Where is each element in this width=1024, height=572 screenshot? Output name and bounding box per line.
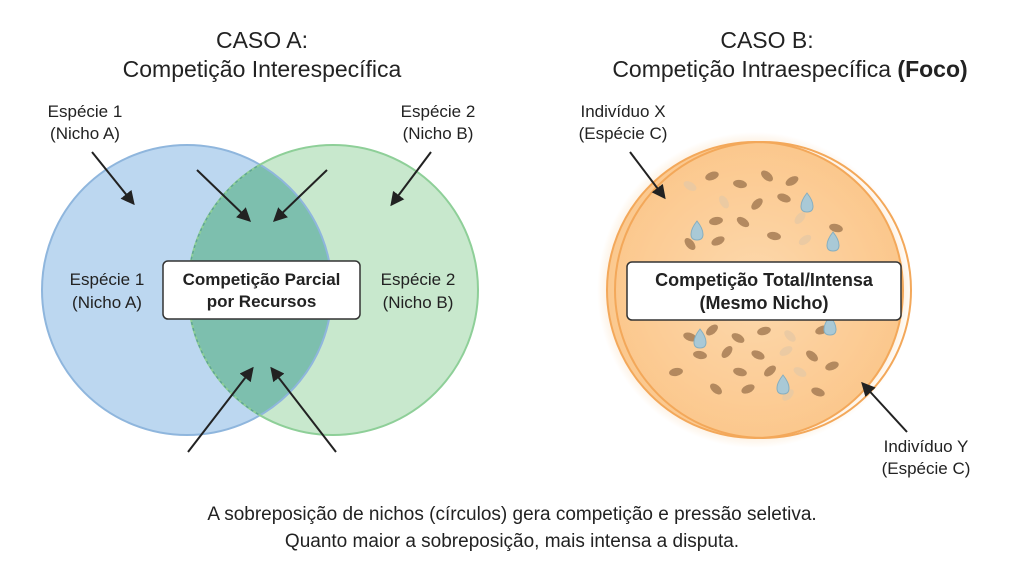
case-b-title-main: Competição Intraespecífica bbox=[612, 56, 897, 82]
water-drop-icon bbox=[693, 328, 707, 349]
callout-individual-y-line1: Indivíduo Y bbox=[884, 437, 969, 456]
case-b-title-focus: (Foco) bbox=[897, 56, 967, 82]
seed-icon bbox=[705, 171, 719, 181]
seed-icon bbox=[811, 387, 825, 397]
seed-icon bbox=[683, 332, 697, 342]
seed-icon bbox=[761, 170, 773, 182]
seed-icon bbox=[825, 361, 839, 371]
seed-icon bbox=[683, 181, 697, 191]
caption-line1: A sobreposição de nichos (círculos) gera… bbox=[207, 504, 816, 525]
arrow-to-individual-y bbox=[861, 381, 908, 433]
case-b-diagram: CASO B: Competição Intraespecífica (Foco… bbox=[579, 27, 971, 478]
callout-species1-line1: Espécie 1 bbox=[48, 102, 123, 121]
seed-icon bbox=[751, 350, 765, 360]
seed-icon bbox=[757, 326, 771, 336]
case-b-title-line2: Competição Intraespecífica (Foco) bbox=[612, 56, 967, 82]
water-drop-icon bbox=[800, 192, 814, 213]
water-drop-icon bbox=[826, 231, 840, 252]
seed-icon bbox=[706, 324, 718, 336]
seed-icon bbox=[719, 195, 729, 209]
arrow-to-overlap-top-right bbox=[272, 169, 328, 222]
seed-icon bbox=[751, 198, 763, 210]
seed-icon bbox=[711, 236, 725, 246]
seed-icon bbox=[736, 216, 750, 228]
seed-icon bbox=[782, 389, 794, 401]
seed-icon bbox=[793, 367, 807, 377]
callout-individual-x-line2: (Espécie C) bbox=[579, 124, 668, 143]
case-b-title-line1: CASO B: bbox=[720, 27, 813, 53]
arrow-to-overlap-bottom-right bbox=[270, 366, 337, 453]
case-a-title-line1: CASO A: bbox=[216, 27, 308, 53]
case-a-title-line2: Competição Interespecífica bbox=[123, 56, 402, 82]
seed-icon bbox=[731, 333, 745, 343]
species2-inner-label-line2: (Nicho B) bbox=[383, 293, 454, 312]
seed-icon bbox=[710, 383, 722, 395]
callout-individual-y-line2: (Espécie C) bbox=[882, 459, 971, 478]
partial-competition-line1: Competição Parcial bbox=[183, 270, 341, 289]
seed-icon bbox=[669, 367, 683, 377]
seed-icon bbox=[794, 212, 806, 224]
callout-species1-line2: (Nicho A) bbox=[50, 124, 120, 143]
water-drop-icon bbox=[776, 374, 790, 395]
seed-icon bbox=[709, 216, 723, 226]
niche-overlap-region bbox=[188, 145, 332, 435]
arrow-to-species2 bbox=[390, 151, 432, 207]
seed-icon bbox=[733, 367, 747, 377]
seed-icon bbox=[733, 179, 747, 189]
seed-icon bbox=[741, 384, 755, 394]
total-competition-line1: Competição Total/Intensa bbox=[655, 270, 874, 290]
arrow-to-overlap-top-left bbox=[196, 169, 252, 222]
total-competition-line2: (Mesmo Nicho) bbox=[699, 293, 828, 313]
individual-y-niche-outline bbox=[614, 141, 912, 439]
seed-icon bbox=[779, 346, 793, 356]
species2-inner-label-line1: Espécie 2 bbox=[381, 270, 456, 289]
seed-icon bbox=[798, 234, 812, 246]
seed-icon bbox=[767, 231, 781, 241]
species1-inner-label-line2: (Nicho A) bbox=[72, 293, 142, 312]
seed-icon bbox=[829, 223, 843, 233]
seed-icon bbox=[784, 330, 796, 342]
total-competition-box bbox=[626, 261, 902, 321]
seed-icon bbox=[693, 350, 707, 360]
case-a-diagram: CASO A: Competição Interespecífica Espéc… bbox=[41, 27, 479, 453]
seed-icon bbox=[777, 193, 791, 203]
callout-species2-line1: Espécie 2 bbox=[401, 102, 476, 121]
species1-inner-label-line1: Espécie 1 bbox=[70, 270, 145, 289]
partial-competition-box bbox=[162, 260, 361, 320]
seed-icon bbox=[684, 238, 696, 250]
seed-icon bbox=[785, 176, 799, 186]
arrow-to-overlap-bottom-left bbox=[187, 366, 254, 453]
resource-seeds bbox=[669, 170, 843, 401]
water-drop-icon bbox=[690, 220, 704, 241]
arrow-to-individual-x bbox=[629, 151, 666, 200]
callout-individual-x-line1: Indivíduo X bbox=[580, 102, 665, 121]
seed-icon bbox=[764, 365, 776, 377]
partial-competition-line2: por Recursos bbox=[207, 292, 317, 311]
seed-icon bbox=[721, 346, 733, 358]
callout-species2-line2: (Nicho B) bbox=[403, 124, 474, 143]
arrow-to-species1 bbox=[91, 151, 135, 206]
caption-line2: Quanto maior a sobreposição, mais intens… bbox=[285, 531, 739, 552]
seed-icon bbox=[806, 350, 818, 362]
resource-drops bbox=[690, 192, 840, 395]
